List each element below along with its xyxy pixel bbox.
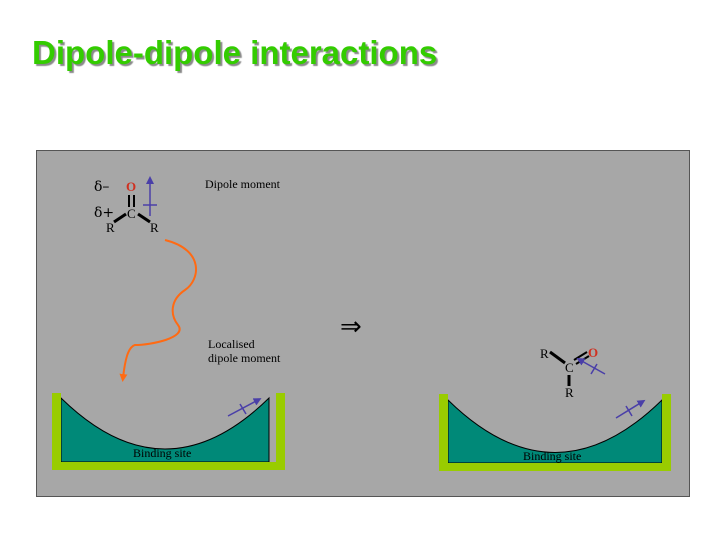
right-bond-r-top	[549, 350, 566, 365]
right-binding-site-dipole-arrow	[615, 399, 646, 419]
left-bond-r-left	[113, 212, 127, 224]
dipole-moment-arrow	[143, 176, 157, 216]
left-binding-site-dipole-arrow	[227, 398, 262, 417]
right-r-group-bottom: R	[565, 385, 574, 400]
right-r-group-top: R	[540, 346, 549, 361]
right-carbonyl-molecule: R C O R	[540, 345, 598, 400]
delta-minus-label: δ–	[94, 179, 109, 195]
delta-plus-label: δ+	[94, 205, 114, 221]
dipole-moment-label: Dipole moment	[205, 177, 281, 191]
right-oxygen-atom: O	[588, 345, 598, 360]
left-r-group-right: R	[150, 220, 159, 235]
left-carbonyl-molecule: δ– O δ+ C R R	[94, 179, 159, 235]
right-molecule-dipole-arrow	[576, 358, 606, 375]
diagram-panel	[36, 150, 690, 497]
slide-title: Dipole-dipole interactions	[32, 34, 438, 71]
binding-site-label-left: Binding site	[133, 446, 191, 460]
left-r-group-left: R	[106, 220, 115, 235]
implies-arrow-symbol: ⇒	[340, 312, 362, 342]
localised-label-line-1: Localised	[208, 337, 255, 351]
left-bond-r-right	[137, 212, 151, 224]
approach-path-arrow	[119, 239, 197, 382]
right-binding-site	[439, 394, 671, 471]
left-carbon-atom: C	[127, 206, 136, 221]
right-carbon-atom: C	[565, 360, 574, 375]
localised-label-line-2: dipole moment	[208, 351, 281, 365]
left-oxygen-atom: O	[126, 179, 136, 194]
binding-site-label-right: Binding site	[523, 449, 581, 463]
left-binding-site	[52, 393, 285, 470]
right-double-bond-line-1	[573, 351, 588, 361]
